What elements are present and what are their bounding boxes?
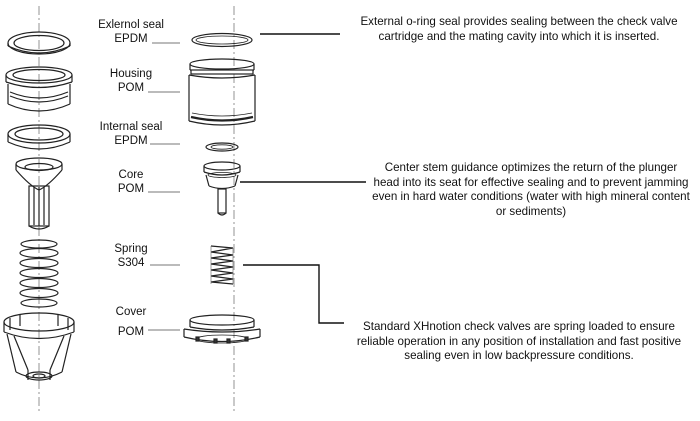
core-label: Core POM	[92, 168, 170, 196]
core-right-view	[203, 161, 241, 216]
internal-seal-left-sketch	[7, 124, 71, 150]
cover-left-sketch	[3, 312, 75, 381]
housing-material: POM	[117, 82, 145, 94]
core-name: Core	[118, 169, 144, 181]
external-seal-right-view	[191, 32, 253, 48]
stem-callout-text: Center stem guidance optimizes the retur…	[372, 161, 690, 218]
external-seal-material: EPDM	[114, 33, 148, 45]
callout-line-spring	[243, 264, 344, 324]
housing-left-sketch	[5, 66, 73, 112]
spring-material: S304	[117, 257, 145, 269]
external-seal-name: Exlernol seal	[98, 19, 164, 31]
internal-seal-label: Internal seal EPDM	[92, 120, 170, 148]
housing-label: Housing POM	[92, 67, 170, 95]
external-seal-label: Exlernol seal EPDM	[92, 18, 170, 46]
core-left-sketch	[15, 157, 63, 230]
cover-material: POM	[117, 326, 145, 338]
spring-right-view	[210, 245, 234, 285]
internal-seal-material: EPDM	[114, 135, 148, 147]
spring-label: Spring S304	[92, 242, 170, 270]
internal-seal-name: Internal seal	[99, 121, 163, 133]
spring-left-sketch	[19, 239, 59, 308]
external-seal-left-sketch	[7, 31, 71, 55]
spring-name: Spring	[114, 243, 148, 255]
core-material: POM	[117, 183, 145, 195]
cover-name: Cover	[115, 306, 147, 318]
seal-callout-text: External o-ring seal provides sealing be…	[360, 15, 678, 43]
cover-right-view	[183, 314, 261, 344]
internal-seal-right-view	[205, 142, 239, 152]
housing-right-view	[188, 58, 256, 126]
spring-callout-text: Standard XHnotion check valves are sprin…	[356, 320, 682, 362]
housing-name: Housing	[109, 68, 153, 80]
cover-label: Cover POM	[92, 305, 170, 339]
